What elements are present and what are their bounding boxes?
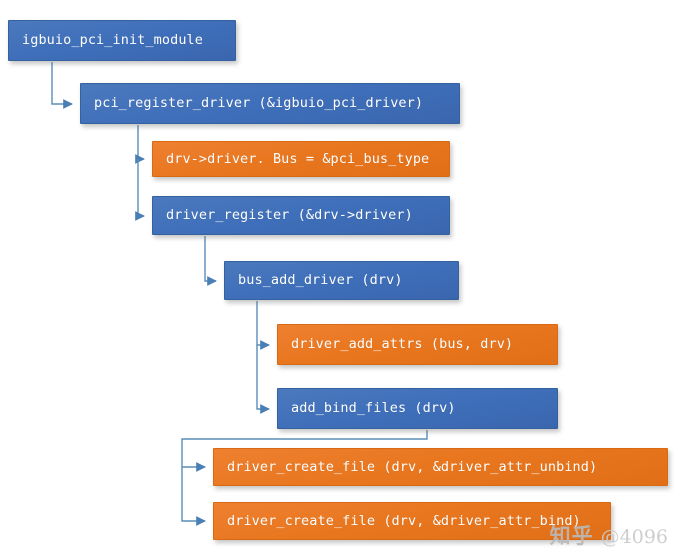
node-pci-register-driver[interactable]: pci_register_driver (&igbuio_pci_driver) [80,83,460,124]
node-label: drv->driver. Bus = &pci_bus_type [166,150,430,167]
node-label: pci_register_driver (&igbuio_pci_driver) [94,95,424,112]
node-driver-register[interactable]: driver_register (&drv->driver) [152,196,450,235]
edge-bus-add-to-bind-files [256,345,270,414]
edge-driver-register-to-bus-add [204,236,217,286]
node-driver-create-file-bind[interactable]: driver_create_file (drv, &driver_attr_bi… [213,502,611,540]
node-label: driver_add_attrs (bus, drv) [291,336,514,353]
node-igbuio-pci-init-module[interactable]: igbuio_pci_init_module [8,20,236,61]
edge-register-to-bus-assign [135,125,145,164]
node-bus-add-driver[interactable]: bus_add_driver (drv) [224,261,459,300]
edge-init-to-register [51,62,73,109]
edge-bind-files-to-bind [181,467,206,526]
node-label: driver_create_file (drv, &driver_attr_un… [227,458,598,475]
node-drv-driver-bus-assign[interactable]: drv->driver. Bus = &pci_bus_type [152,141,450,177]
node-driver-add-attrs[interactable]: driver_add_attrs (bus, drv) [277,324,558,365]
node-label: driver_create_file (drv, &driver_attr_bi… [227,512,581,529]
node-label: bus_add_driver (drv) [238,272,403,289]
edge-bind-files-to-unbind [181,430,428,472]
node-label: add_bind_files (drv) [291,400,456,417]
node-add-bind-files[interactable]: add_bind_files (drv) [277,388,558,429]
edge-register-to-driver-register [135,159,145,221]
node-driver-create-file-unbind[interactable]: driver_create_file (drv, &driver_attr_un… [213,448,668,486]
edge-bus-add-to-add-attrs [256,301,270,350]
node-label: igbuio_pci_init_module [22,32,204,49]
node-label: driver_register (&drv->driver) [166,207,413,224]
